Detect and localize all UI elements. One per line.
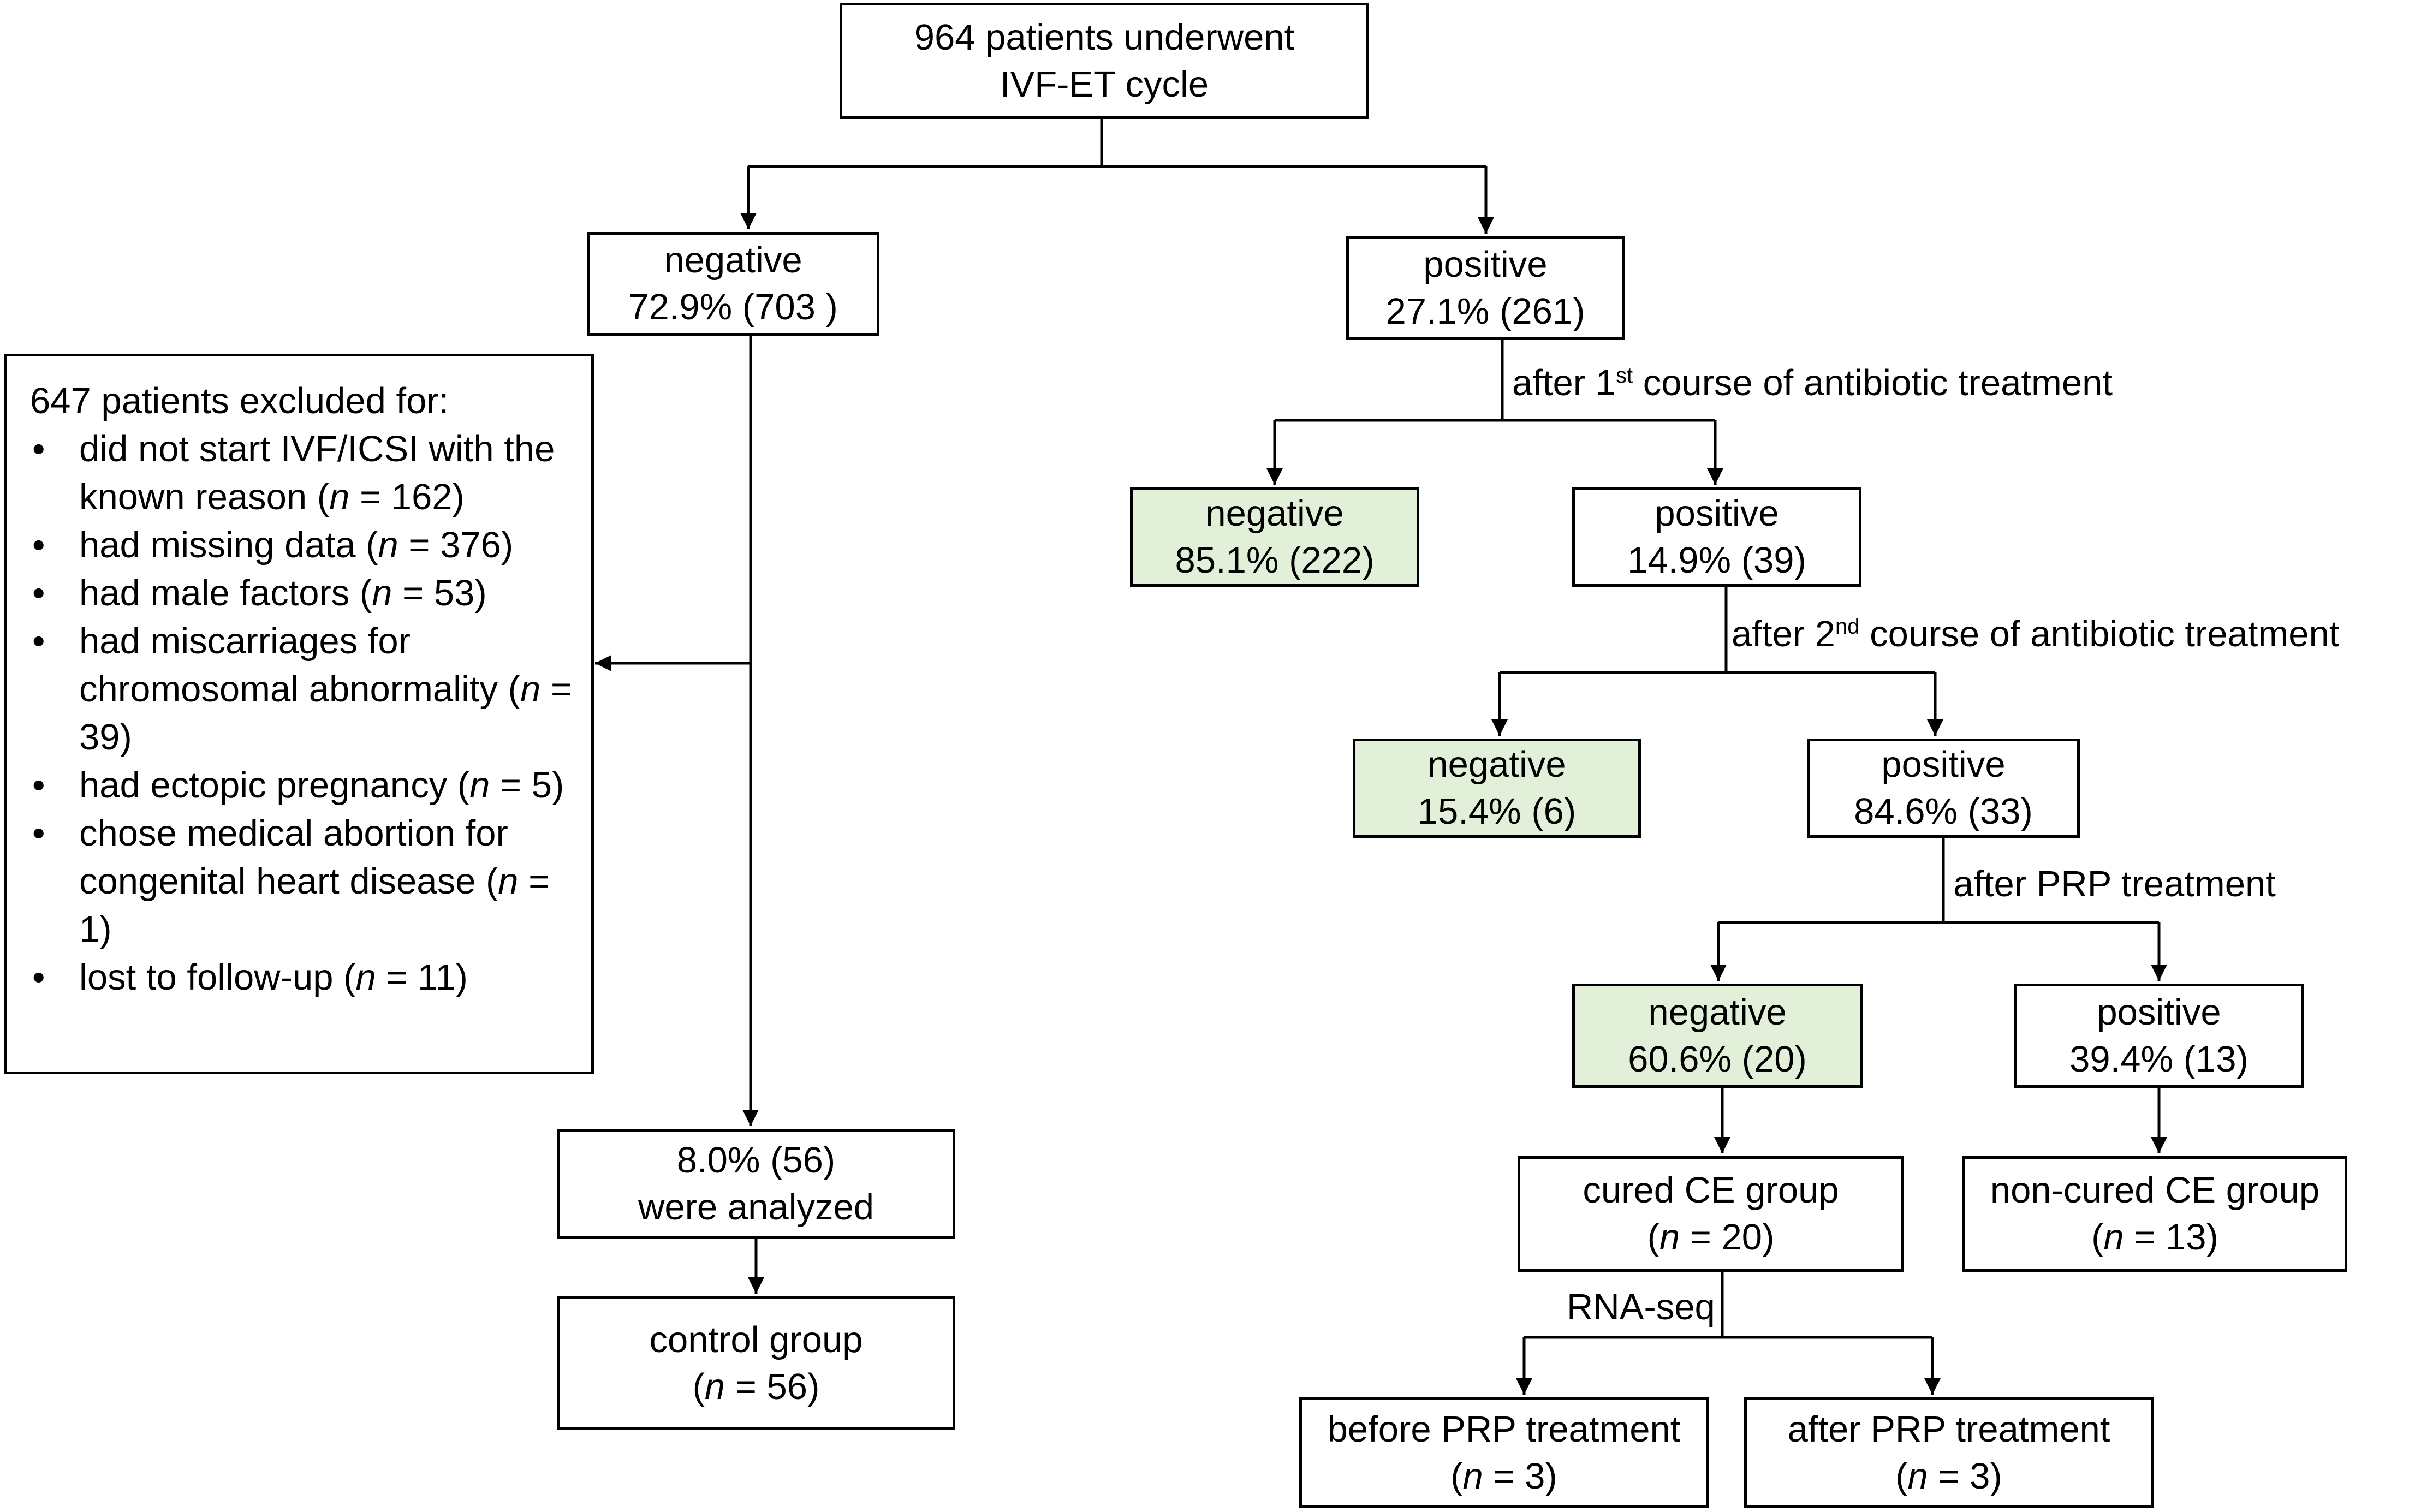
after-prp-n: (n = 3) (1895, 1455, 2002, 1497)
control-group-box: control group (n = 56) (557, 1296, 955, 1430)
before-prp-n: (n = 3) (1450, 1455, 1557, 1497)
before-prp-box: before PRP treatment (n = 3) (1299, 1397, 1709, 1508)
positive-box-3-label: positive (1881, 744, 2006, 785)
exclusion-item: lost to follow-up (n = 11) (30, 954, 591, 1002)
exclusion-box: 647 patients excluded for: did not start… (4, 354, 594, 1074)
exclusion-item: had miscarriages for chromosomal abnorma… (30, 617, 591, 761)
positive-box-4: positive 39.4% (13) (2014, 984, 2304, 1088)
positive-box-4-value: 39.4% (13) (2069, 1038, 2249, 1080)
negative-box-2-value: 85.1% (222) (1175, 540, 1375, 581)
after-prp-box: after PRP treatment (n = 3) (1744, 1397, 2154, 1508)
exclusion-item: had male factors (n = 53) (30, 569, 591, 617)
positive-box-2: positive 14.9% (39) (1572, 487, 1861, 587)
analyzed-box: 8.0% (56) were analyzed (557, 1129, 955, 1239)
negative-box-1: negative 72.9% (703 ) (587, 232, 879, 336)
cured-ce-group-box: cured CE group (n = 20) (1518, 1156, 1904, 1272)
negative-box-3-label: negative (1427, 744, 1566, 785)
negative-box-2-label: negative (1205, 493, 1344, 534)
top-box-line2: IVF-ET cycle (1000, 63, 1209, 105)
top-box-line1: 964 patients underwent (914, 16, 1295, 58)
control-group-label: control group (649, 1319, 863, 1360)
negative-box-4-label: negative (1648, 991, 1787, 1033)
negative-box-1-value: 72.9% (703 ) (628, 287, 838, 328)
exclusion-item: had missing data (n = 376) (30, 521, 591, 569)
exclusion-title: 647 patients excluded for: (30, 380, 449, 421)
positive-box-4-label: positive (2097, 991, 2221, 1033)
step-label-2: after 2nd course of antibiotic treatment (1732, 614, 2340, 654)
non-cured-ce-group-n: (n = 13) (2091, 1217, 2218, 1258)
cured-ce-group-label: cured CE group (1583, 1170, 1839, 1211)
positive-box-1-value: 27.1% (261) (1385, 291, 1585, 332)
positive-box-3: positive 84.6% (33) (1807, 739, 2080, 838)
exclusion-item: did not start IVF/ICSI with the known re… (30, 425, 591, 521)
cured-ce-group-n: (n = 20) (1647, 1217, 1775, 1258)
positive-box-3-value: 84.6% (33) (1854, 791, 2033, 832)
positive-box-2-label: positive (1655, 493, 1779, 534)
analyzed-box-line2: were analyzed (638, 1187, 875, 1228)
control-group-n: (n = 56) (692, 1366, 820, 1407)
after-prp-label: after PRP treatment (1787, 1408, 2110, 1450)
negative-box-3-value: 15.4% (6) (1417, 791, 1577, 832)
non-cured-ce-group-box: non-cured CE group (n = 13) (1962, 1156, 2347, 1272)
analyzed-box-line1: 8.0% (56) (676, 1140, 836, 1181)
negative-box-4-value: 60.6% (20) (1628, 1038, 1807, 1080)
positive-box-1-label: positive (1423, 244, 1548, 285)
top-box: 964 patients underwent IVF-ET cycle (840, 3, 1369, 119)
negative-box-4: negative 60.6% (20) (1572, 984, 1863, 1088)
before-prp-label: before PRP treatment (1327, 1408, 1681, 1450)
step-label-3: after PRP treatment (1953, 864, 2276, 904)
positive-box-2-value: 14.9% (39) (1627, 540, 1806, 581)
negative-box-2: negative 85.1% (222) (1130, 487, 1419, 587)
positive-box-1: positive 27.1% (261) (1346, 236, 1625, 340)
step-label-1: after 1st course of antibiotic treatment (1512, 362, 2113, 403)
exclusion-item: chose medical abortion for congenital he… (30, 809, 591, 954)
negative-box-1-label: negative (664, 240, 802, 281)
rnaseq-label: RNA-seq (1561, 1285, 1721, 1329)
non-cured-ce-group-label: non-cured CE group (1990, 1170, 2320, 1211)
exclusion-list: did not start IVF/ICSI with the known re… (30, 425, 591, 1002)
exclusion-item: had ectopic pregnancy (n = 5) (30, 761, 591, 809)
negative-box-3: negative 15.4% (6) (1353, 739, 1641, 838)
